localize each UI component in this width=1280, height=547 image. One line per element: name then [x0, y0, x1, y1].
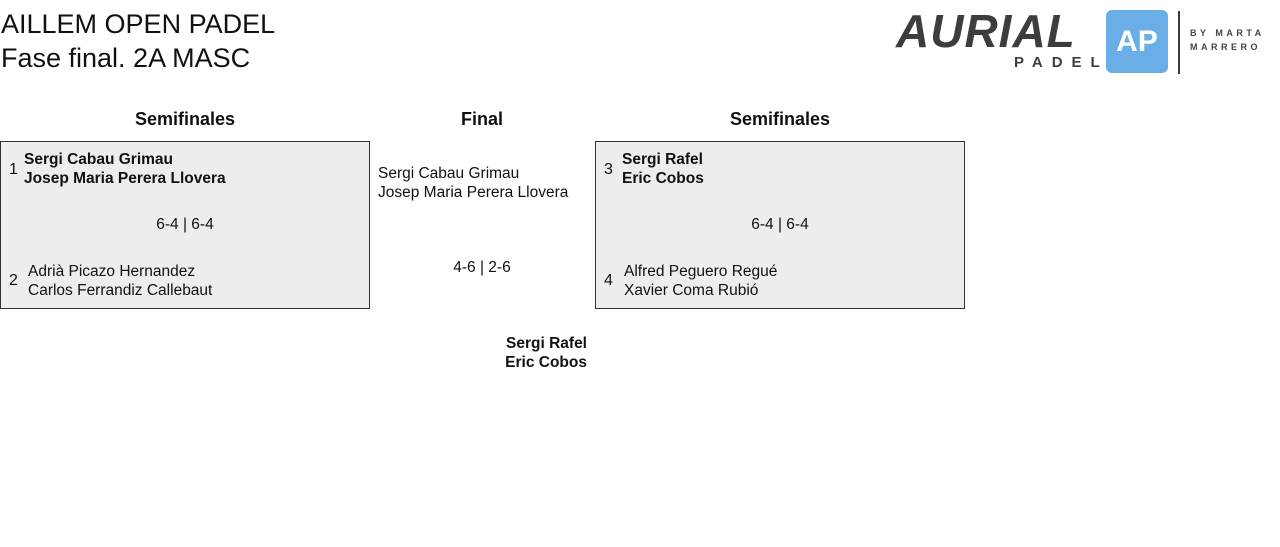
logo: AURIAL PADEL AP BY MARTA MARRERO [896, 5, 1272, 76]
match-score: 6-4 | 6-4 [156, 216, 214, 233]
logo-mark-icon: AP [1106, 10, 1168, 73]
final-score: 4-6 | 2-6 [453, 259, 511, 276]
tournament-title: AILLEM OPEN PADEL [1, 9, 276, 39]
round-header-left: Semifinales [134, 109, 236, 129]
match-score: 6-4 | 6-4 [751, 216, 809, 233]
round-header-final: Final [460, 109, 503, 129]
phase-title: Fase final. 2A MASC [1, 43, 251, 73]
round-header-right: Semifinales [729, 109, 831, 129]
